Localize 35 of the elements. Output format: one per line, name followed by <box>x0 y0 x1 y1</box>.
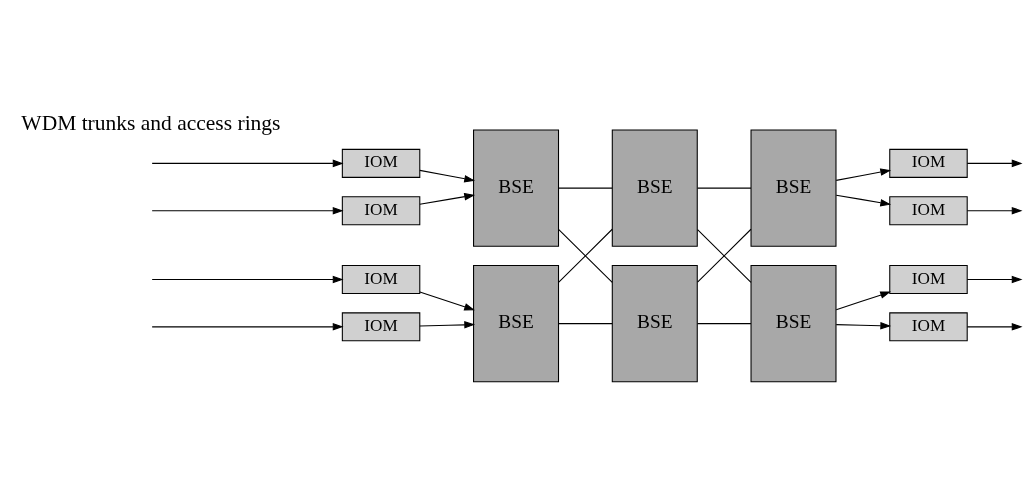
arrow <box>151 159 344 168</box>
connector <box>697 323 752 325</box>
node-box: BSE <box>750 129 837 247</box>
node-box: IOM <box>889 312 968 342</box>
arrow <box>419 169 476 183</box>
arrow <box>419 193 476 205</box>
arrow <box>966 323 1023 331</box>
arrow <box>151 206 344 215</box>
arrow <box>151 275 344 284</box>
arrow <box>966 159 1023 168</box>
node-box: BSE <box>473 129 560 247</box>
label: WDM trunks and access rings <box>21 111 281 136</box>
arrow <box>835 321 892 330</box>
node-box: BSE <box>611 129 698 247</box>
node-box: IOM <box>889 196 968 226</box>
arrow <box>835 291 892 311</box>
arrow <box>419 291 475 311</box>
node-box: IOM <box>889 265 968 295</box>
node-box: BSE <box>473 265 560 383</box>
connector <box>558 323 613 325</box>
node-box: BSE <box>750 265 837 383</box>
node-box: IOM <box>341 265 421 295</box>
node-box: IOM <box>341 312 421 342</box>
arrow <box>151 323 344 331</box>
arrow <box>419 321 476 329</box>
connector <box>697 187 752 189</box>
arrow <box>966 275 1023 284</box>
node-box: BSE <box>611 265 698 383</box>
arrow <box>835 168 892 181</box>
arrow <box>835 194 892 207</box>
connector <box>558 187 613 189</box>
node-box: IOM <box>889 148 968 178</box>
node-box: IOM <box>341 148 421 178</box>
node-box: IOM <box>341 196 421 226</box>
arrow <box>966 206 1023 215</box>
